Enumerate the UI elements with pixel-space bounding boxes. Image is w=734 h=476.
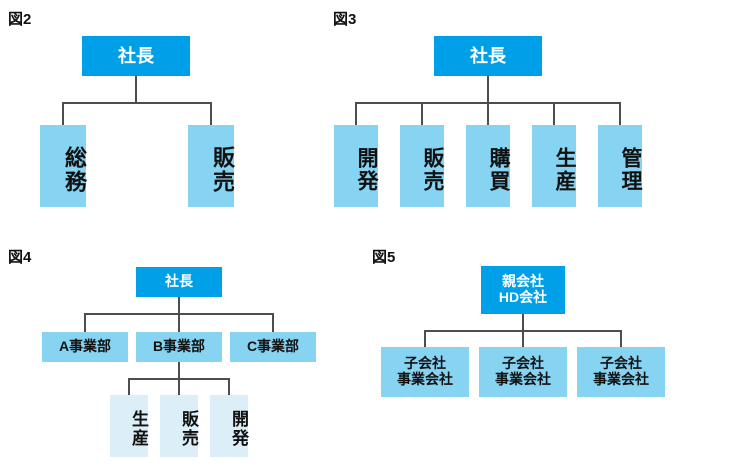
- fig3-child-node-3: 購買: [466, 125, 510, 207]
- fig5-child-3-line-2: 事業会社: [593, 371, 649, 387]
- fig2-connector-bus: [62, 102, 212, 104]
- fig4-child-node-1: A事業部: [42, 332, 128, 362]
- fig3-connector-drop-5: [619, 102, 621, 126]
- figure-3-label: 図3: [333, 11, 357, 28]
- fig4-child-node-2: B事業部: [136, 332, 222, 362]
- fig5-child-1-line-1: 子会社: [404, 355, 446, 372]
- fig4-connector-bus-1: [84, 313, 274, 315]
- fig4-root-node: 社長: [136, 267, 222, 297]
- figure-2-label: 図2: [8, 11, 32, 28]
- fig5-child-node-1: 子会社 事業会社: [381, 347, 469, 397]
- fig4-connector-sub-drop-3: [228, 378, 230, 396]
- fig3-child-node-5: 管理: [598, 125, 642, 207]
- fig4-grandchild-node-3: 開発: [210, 395, 248, 457]
- fig2-child-node-2: 販売: [188, 125, 235, 207]
- fig4-connector-root-stem: [178, 297, 180, 333]
- fig5-child-1-line-2: 事業会社: [397, 371, 453, 387]
- fig4-child-node-3: C事業部: [230, 332, 316, 362]
- fig3-root-node: 社長: [434, 36, 542, 76]
- figure-4-label: 図4: [8, 249, 32, 266]
- fig5-child-3-line-1: 子会社: [600, 355, 642, 372]
- fig3-connector-root-stem: [487, 76, 489, 103]
- fig3-connector-drop-3: [487, 102, 489, 126]
- fig2-root-node: 社長: [82, 36, 190, 76]
- fig3-child-node-1: 開発: [334, 125, 378, 207]
- fig3-connector-drop-2: [421, 102, 423, 126]
- fig5-root-line-2: HD会社: [498, 289, 548, 305]
- fig5-child-node-3: 子会社 事業会社: [577, 347, 665, 397]
- fig5-child-2-line-2: 事業会社: [495, 371, 551, 387]
- fig5-connector-drop-1: [424, 330, 426, 348]
- fig4-grandchild-node-2: 販売: [160, 395, 198, 457]
- figure-5-label: 図5: [372, 249, 396, 266]
- fig2-connector-drop-1: [62, 102, 64, 126]
- fig5-root-node: 親会社 HD会社: [481, 266, 565, 314]
- fig5-root-line-1: 親会社: [502, 273, 544, 290]
- fig4-connector-bus-2: [128, 378, 230, 380]
- fig3-connector-drop-1: [355, 102, 357, 126]
- fig3-connector-drop-4: [553, 102, 555, 126]
- fig5-child-2-line-1: 子会社: [502, 355, 544, 372]
- fig2-child-node-1: 総務: [40, 125, 87, 207]
- fig2-connector-drop-2: [210, 102, 212, 126]
- fig3-child-node-4: 生産: [532, 125, 576, 207]
- fig5-child-node-2: 子会社 事業会社: [479, 347, 567, 397]
- fig2-connector-root-stem: [135, 76, 137, 103]
- fig4-connector-sub-drop-1: [128, 378, 130, 396]
- fig3-child-node-2: 販売: [400, 125, 444, 207]
- fig4-connector-drop-1: [84, 313, 86, 333]
- fig4-grandchild-node-1: 生産: [110, 395, 148, 457]
- fig5-connector-drop-3: [620, 330, 622, 348]
- fig5-connector-bus: [424, 330, 622, 332]
- fig4-connector-drop-3: [272, 313, 274, 333]
